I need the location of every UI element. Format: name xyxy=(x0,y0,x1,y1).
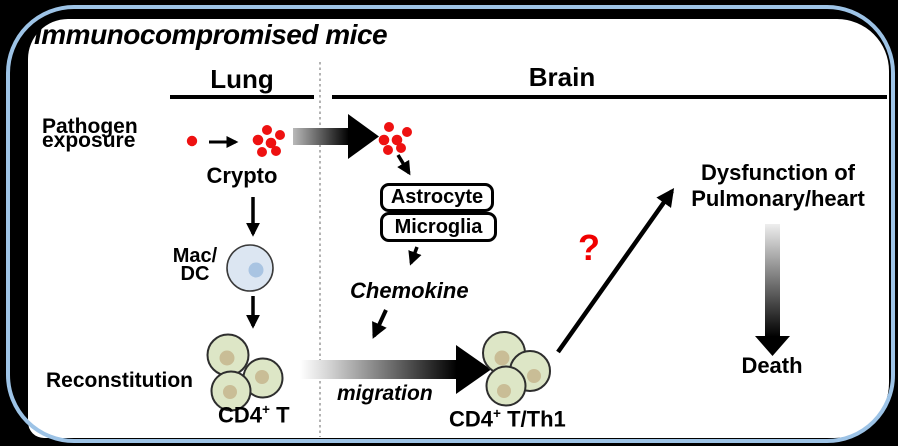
pathogen-exposure-label: Pathogen exposure xyxy=(42,115,138,152)
macdc-label-line1: Mac/ xyxy=(172,245,218,267)
page-title: Immunocompromised mice xyxy=(34,19,388,50)
cd4t-rest: T xyxy=(269,402,290,428)
dysfunction-line2: Pulmonary/heart xyxy=(691,186,865,211)
cd4t-th1-label: CD4+ T/Th1 xyxy=(449,407,566,430)
cd4t-th1-cell-cluster xyxy=(482,331,551,407)
microglia-label: Microglia xyxy=(394,215,483,238)
death-label: Death xyxy=(741,353,803,378)
arrow-th1-to-dysfunction xyxy=(556,188,675,354)
astrocyte-label: Astrocyte xyxy=(390,186,484,208)
crypto-dot-cluster-lung xyxy=(252,125,285,157)
cd4t-cell-cluster xyxy=(206,333,284,412)
microglia-box: Microglia xyxy=(380,212,497,242)
lung-underline xyxy=(170,95,314,99)
macdc-label: Mac/ DC xyxy=(166,245,224,285)
crypto-label: Crypto xyxy=(206,163,278,188)
chemokine-label: Chemokine xyxy=(350,278,469,303)
macdc-cell xyxy=(226,244,274,292)
gradient-arrow-to-death xyxy=(755,224,790,356)
dysfunction-label: Dysfunction of Pulmonary/heart xyxy=(682,160,874,212)
gradient-arrow-lung-to-brain xyxy=(293,114,379,159)
arrow-microglia-to-chemokine xyxy=(408,246,422,266)
macdc-label-line2: DC xyxy=(180,263,210,285)
cd4t-sup: + xyxy=(262,402,270,417)
pathogen-exposure-line1: Pathogen xyxy=(42,115,138,138)
migration-label: migration xyxy=(337,382,433,405)
cd4tth1-base: CD4 xyxy=(449,406,494,432)
cd4tth1-sup: + xyxy=(493,406,501,421)
dysfunction-line1: Dysfunction of xyxy=(701,160,855,185)
cd4t-base: CD4 xyxy=(218,402,263,428)
crypto-dot-cluster-brain xyxy=(378,122,412,155)
cd4tth1-rest: T/Th1 xyxy=(500,406,566,432)
reconstitution-label: Reconstitution xyxy=(46,369,193,392)
pathogen-exposure-line2: exposure xyxy=(42,129,136,152)
section-header-lung: Lung xyxy=(210,64,274,94)
cd4t-label: CD4+ T xyxy=(218,403,290,426)
question-mark: ? xyxy=(578,227,600,268)
gradient-arrow-migration xyxy=(300,345,491,394)
section-header-brain: Brain xyxy=(528,62,596,92)
astrocyte-box: Astrocyte xyxy=(380,183,494,212)
arrow-chemokine-to-migration xyxy=(372,309,388,339)
arrow-dots-to-astrocyte xyxy=(396,154,411,176)
brain-underline xyxy=(332,95,887,99)
pathogen-dot-single xyxy=(186,135,198,147)
